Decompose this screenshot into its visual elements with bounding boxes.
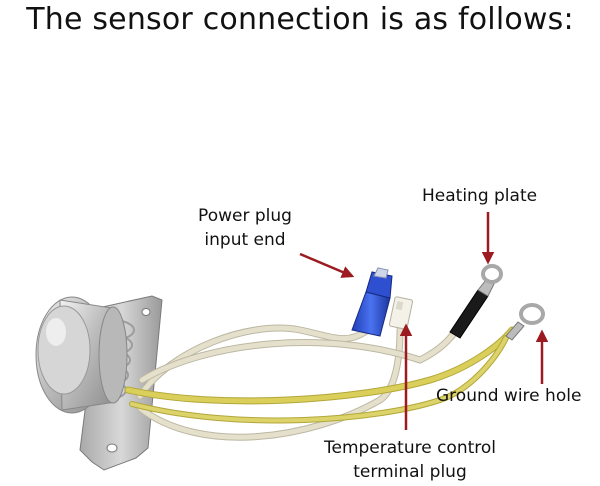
- heating-plate-ring-terminal: [449, 264, 503, 339]
- page-title: The sensor connection is as follows:: [26, 2, 574, 37]
- label-power-plug: Power plug input end: [190, 204, 300, 252]
- label-temperature-control-line1: Temperature control: [323, 438, 497, 458]
- label-heating-plate: Heating plate: [422, 186, 538, 206]
- thermostat-cap: [35, 296, 128, 414]
- label-power-plug-line1: Power plug: [198, 206, 292, 226]
- ground-ring-terminal: [505, 303, 545, 341]
- label-ground-wire-hole: Ground wire hole: [436, 386, 582, 406]
- label-temperature-control: Temperature control terminal plug: [300, 436, 520, 484]
- callout-arrows: [299, 212, 549, 430]
- arrow-power-plug: [299, 252, 355, 278]
- sensor-wires: [124, 321, 516, 441]
- label-temperature-control-line2: terminal plug: [353, 462, 467, 482]
- label-power-plug-line2: input end: [204, 230, 286, 250]
- blue-spade-connector: [351, 267, 393, 337]
- white-terminal-plug: [388, 296, 414, 330]
